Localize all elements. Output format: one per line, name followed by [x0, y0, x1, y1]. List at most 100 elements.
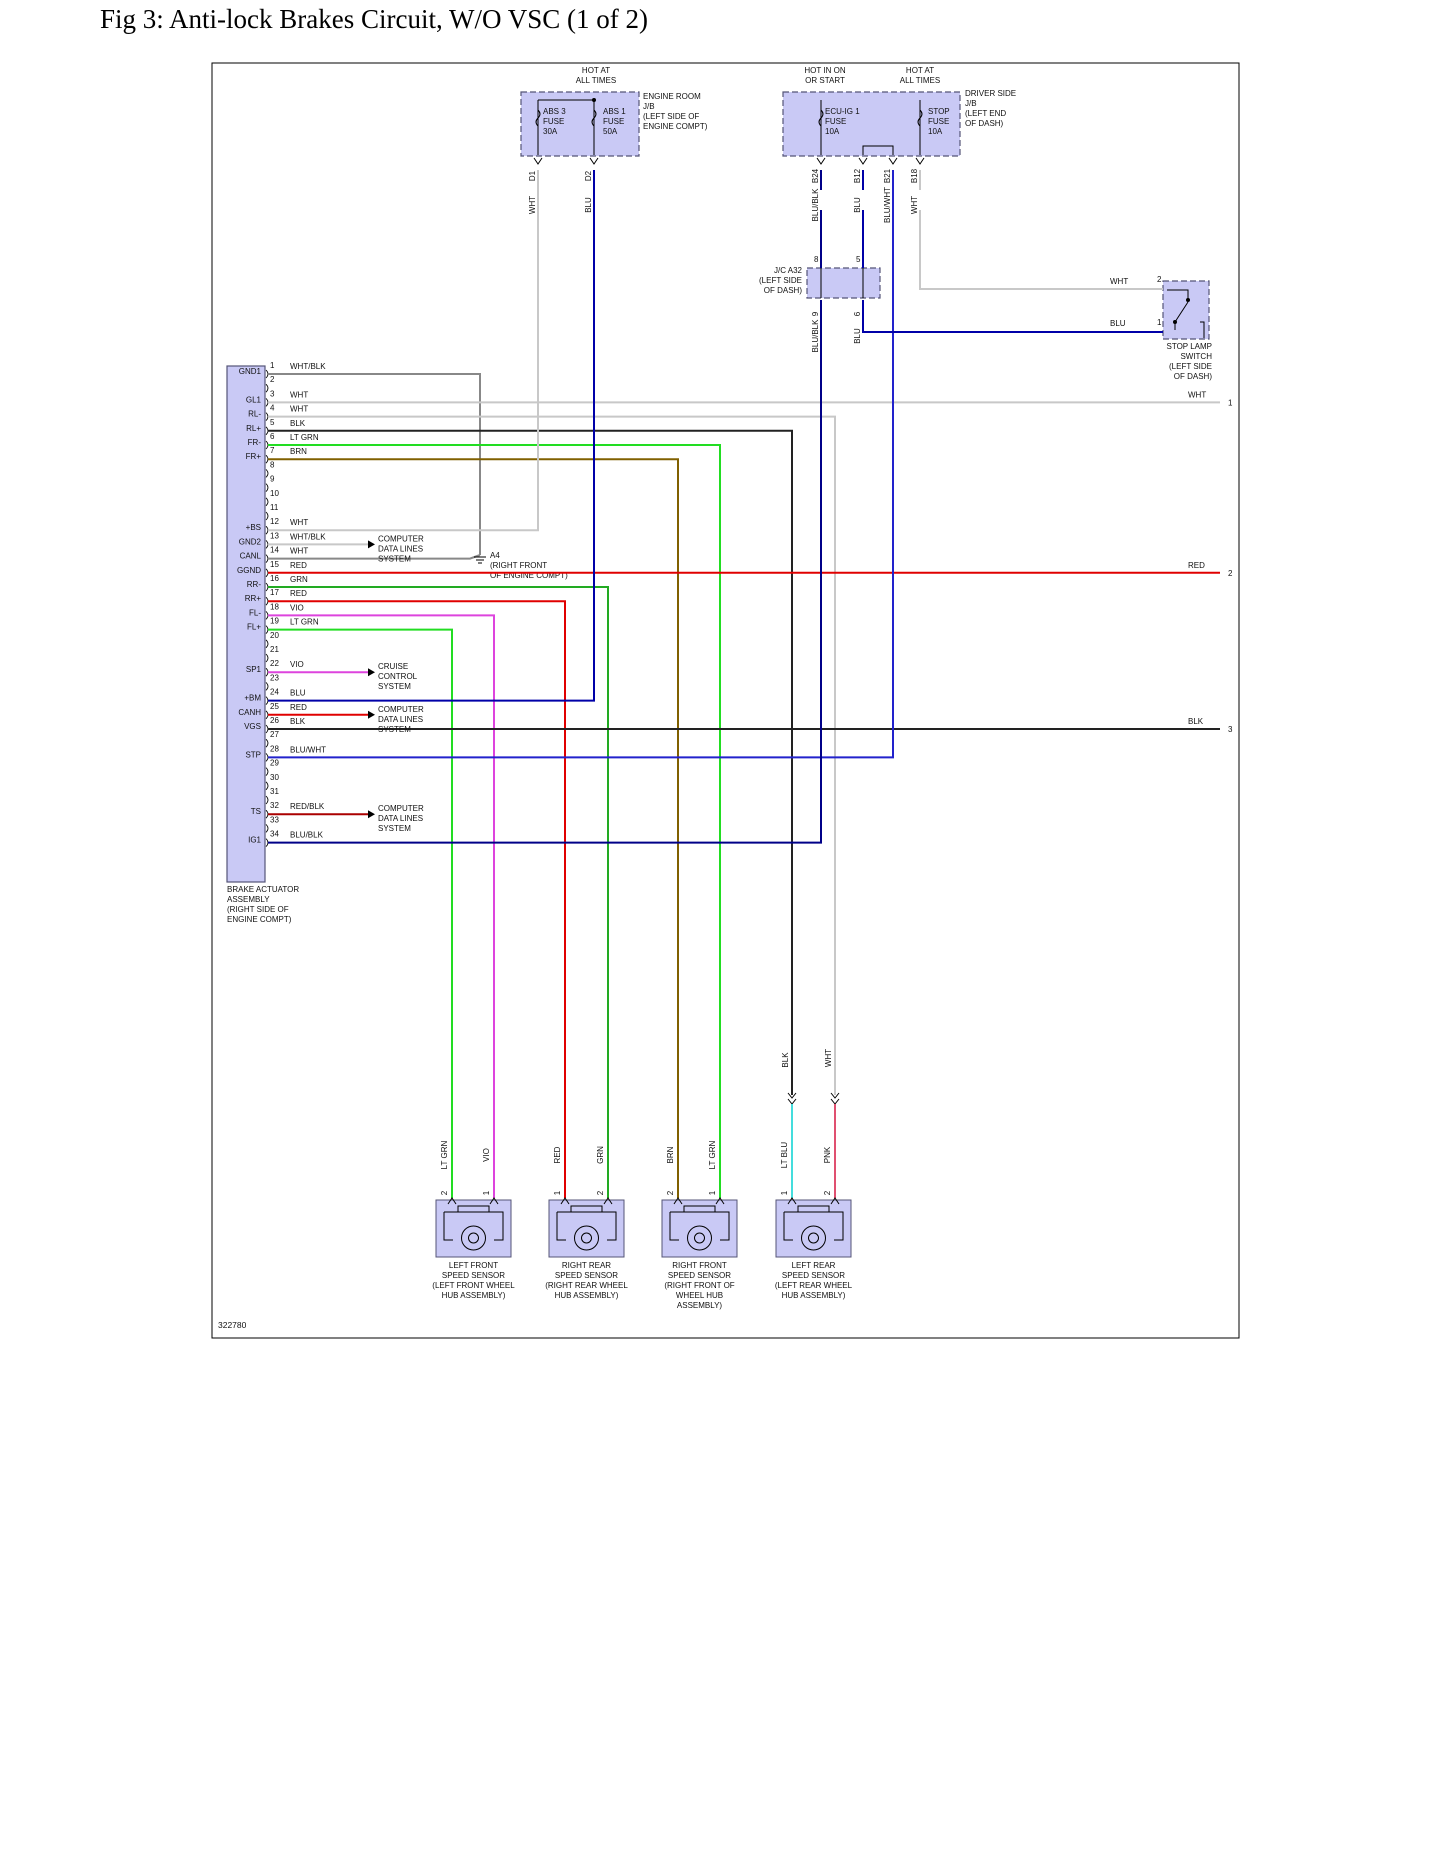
speed-sensor-label: SPEED SENSOR	[782, 1271, 845, 1280]
junction-label: OF DASH)	[764, 286, 803, 295]
pin-contact	[265, 398, 269, 407]
pin-number: 12	[270, 517, 279, 526]
system-label: SYSTEM	[378, 554, 411, 563]
junction-block-label: ENGINE COMPT)	[643, 122, 708, 131]
sensor-rotor-icon	[574, 1225, 599, 1251]
fuse-power-label: HOT AT	[906, 66, 934, 75]
offpage-ref: 1	[1228, 398, 1233, 407]
pin-contact	[265, 497, 269, 507]
speed-sensor-label: (LEFT FRONT WHEEL	[432, 1281, 515, 1290]
pin-contact	[265, 540, 269, 549]
junction-connector	[806, 267, 881, 299]
wire-label: WHT	[290, 390, 308, 399]
pin-number: 4	[270, 404, 275, 413]
pin-contact	[265, 753, 269, 762]
pin-label: 1	[482, 1190, 491, 1195]
pin-name: GL1	[246, 395, 262, 404]
sensor-coil-icon	[683, 1205, 716, 1213]
pin-contact	[265, 440, 269, 450]
ground-label: OF ENGINE COMPT)	[490, 571, 568, 580]
wire-label: BLU/BLK	[811, 188, 820, 222]
pin-number: 32	[270, 801, 279, 810]
pin-number: 28	[270, 744, 279, 753]
diagram-border	[211, 62, 1240, 1339]
pin-contact	[265, 682, 269, 691]
pin-name: GGND	[237, 566, 261, 575]
speed-sensor-label: LEFT REAR	[792, 1261, 836, 1270]
pin-label: 2	[1157, 275, 1162, 284]
system-label: CRUISE	[378, 662, 408, 671]
pin-number: 11	[270, 503, 279, 512]
sensor-coil-icon	[457, 1205, 490, 1213]
pin-name: SP1	[246, 665, 262, 674]
wire-label: WHT	[1110, 277, 1128, 286]
speed-sensor-label: WHEEL HUB	[676, 1291, 723, 1300]
wire-b18	[919, 210, 1163, 290]
fuse-label: FUSE	[825, 117, 846, 126]
pin-name: GND2	[239, 537, 262, 546]
connector-icon	[816, 157, 826, 165]
pin-number: 30	[270, 773, 279, 782]
wire-label: BLU	[853, 197, 862, 213]
pin-contact	[265, 568, 269, 578]
pin-number: 1	[270, 361, 275, 370]
wire-label: BLK	[1188, 717, 1204, 726]
pin-number: 10	[270, 489, 279, 498]
system-label: COMPUTER	[378, 534, 424, 543]
pin-label: 1	[1157, 318, 1162, 327]
pin-number: 21	[270, 645, 279, 654]
pin-number: 3	[270, 389, 275, 398]
wire-rl-minus	[268, 415, 836, 1095]
pin-contact	[265, 639, 269, 649]
wire-fl-minus	[268, 614, 495, 1198]
wire-label: RED	[1188, 561, 1205, 570]
fuse-label: FUSE	[603, 117, 624, 126]
speed-sensor-label: SPEED SENSOR	[442, 1271, 505, 1280]
switch-contact	[1173, 320, 1177, 324]
wire-label: BLK	[781, 1052, 790, 1068]
pin-contact	[265, 724, 269, 734]
system-label: SYSTEM	[378, 682, 411, 691]
wire-label: RED	[290, 703, 307, 712]
fuse-label: 50A	[603, 127, 618, 136]
pin-name: +BM	[244, 694, 261, 703]
system-label: CONTROL	[378, 672, 418, 681]
pin-contact	[265, 824, 269, 833]
wire-label: BLK	[290, 419, 306, 428]
junction-block-label: J/B	[965, 99, 977, 108]
wire-label: VIO	[290, 660, 304, 669]
arrow-icon	[368, 540, 375, 549]
wire-stop-switch	[862, 300, 1163, 333]
switch-icon	[1167, 289, 1205, 338]
pin-number: 29	[270, 759, 279, 768]
bus-node	[592, 98, 596, 102]
connector-icon	[447, 1197, 457, 1205]
pin-name: RR-	[247, 580, 262, 589]
pin-contact	[265, 554, 269, 563]
junction-block-label: (LEFT SIDE OF	[643, 112, 699, 121]
wire-label: RED	[553, 1146, 562, 1163]
pin-contact	[265, 838, 269, 847]
speed-sensor-label: HUB ASSEMBLY)	[782, 1291, 846, 1300]
pin-contact	[265, 469, 269, 478]
junction-block-label: J/B	[643, 102, 655, 111]
wire-fr-plus	[268, 458, 679, 1198]
pin-number: 23	[270, 673, 279, 682]
pin-contact	[265, 710, 269, 720]
pin-label: 1	[780, 1190, 789, 1195]
pin-number: 18	[270, 602, 279, 611]
page-title: Fig 3: Anti-lock Brakes Circuit, W/O VSC…	[100, 4, 648, 34]
speed-sensor-label: (RIGHT REAR WHEEL	[545, 1281, 628, 1290]
system-label: COMPUTER	[378, 804, 424, 813]
wire-gnd2	[268, 554, 481, 560]
system-label: DATA LINES	[378, 544, 423, 553]
pin-contact	[265, 582, 269, 592]
wire-label: LT GRN	[290, 433, 319, 442]
wire-gnd1	[268, 373, 481, 555]
connector-icon	[673, 1197, 683, 1205]
terminal-label: D2	[584, 170, 593, 181]
wire-label: VIO	[290, 603, 304, 612]
pin-number: 6	[270, 432, 275, 441]
wire-label: BLU/WHT	[290, 745, 326, 754]
